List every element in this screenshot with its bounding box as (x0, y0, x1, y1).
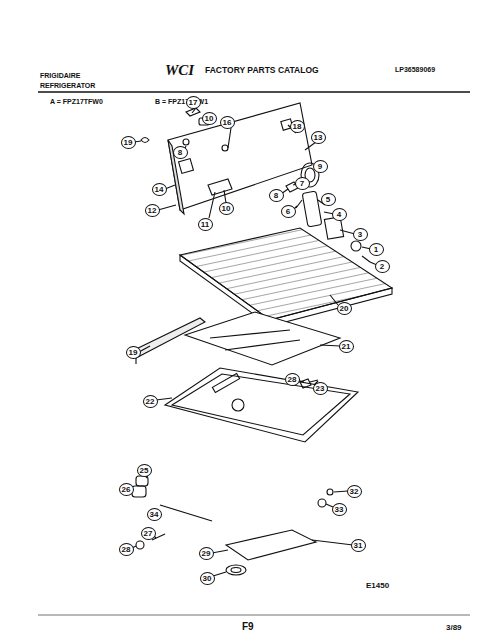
callout-number: 14 (152, 183, 167, 196)
callout-number: 34 (147, 508, 162, 521)
callout-number: 6 (281, 205, 296, 218)
callout-number: 25 (137, 464, 152, 477)
note-text: 3/89 (446, 624, 462, 632)
brand-logo: WCI (165, 63, 194, 78)
callout-number: 4 (332, 208, 347, 221)
callout-number: 31 (351, 539, 366, 552)
header-text: REFRIGERATOR (40, 82, 95, 89)
catalog-title: FACTORY PARTS CATALOG (205, 66, 319, 75)
callout-number: 5 (321, 193, 336, 206)
callout-number: 10 (202, 112, 217, 125)
callout-number: 11 (198, 218, 213, 231)
callout-number: 28 (285, 373, 300, 386)
callout-number: 21 (339, 340, 354, 353)
callout-number: 17 (186, 96, 201, 109)
callout-number: 33 (332, 503, 347, 516)
callout-number: 20 (337, 302, 352, 315)
callout-number: 30 (200, 572, 215, 585)
callout-number: 12 (145, 204, 160, 217)
callout-number: 2 (375, 260, 390, 273)
callout-number: 7 (295, 177, 310, 190)
callout-number: 19 (121, 136, 136, 149)
callout-number: 19 (126, 346, 141, 359)
callout-number: 8 (269, 189, 284, 202)
callout-number: 27 (141, 527, 156, 540)
callout-number: 23 (313, 382, 328, 395)
page-number: F9 (242, 622, 254, 632)
callout-number: 18 (290, 120, 305, 133)
callout-number: 29 (199, 547, 214, 560)
callout-number: 16 (220, 116, 235, 129)
header-text: LP36589069 (395, 66, 435, 73)
callout-number: 13 (311, 131, 326, 144)
callout-number: 9 (313, 160, 328, 173)
note-text: E1450 (366, 582, 389, 590)
callout-number: 28 (119, 543, 134, 556)
callout-number: 26 (119, 483, 134, 496)
header-text: FRIGIDAIRE (40, 72, 80, 79)
callout-number: 1 (369, 243, 384, 256)
callout-number: 32 (347, 485, 362, 498)
header-text: A = FPZ17TFW0 (50, 98, 103, 105)
callout-number: 22 (143, 395, 158, 408)
callout-number: 3 (353, 228, 368, 241)
callout-number: 8 (173, 146, 188, 159)
callout-number: 10 (219, 202, 234, 215)
